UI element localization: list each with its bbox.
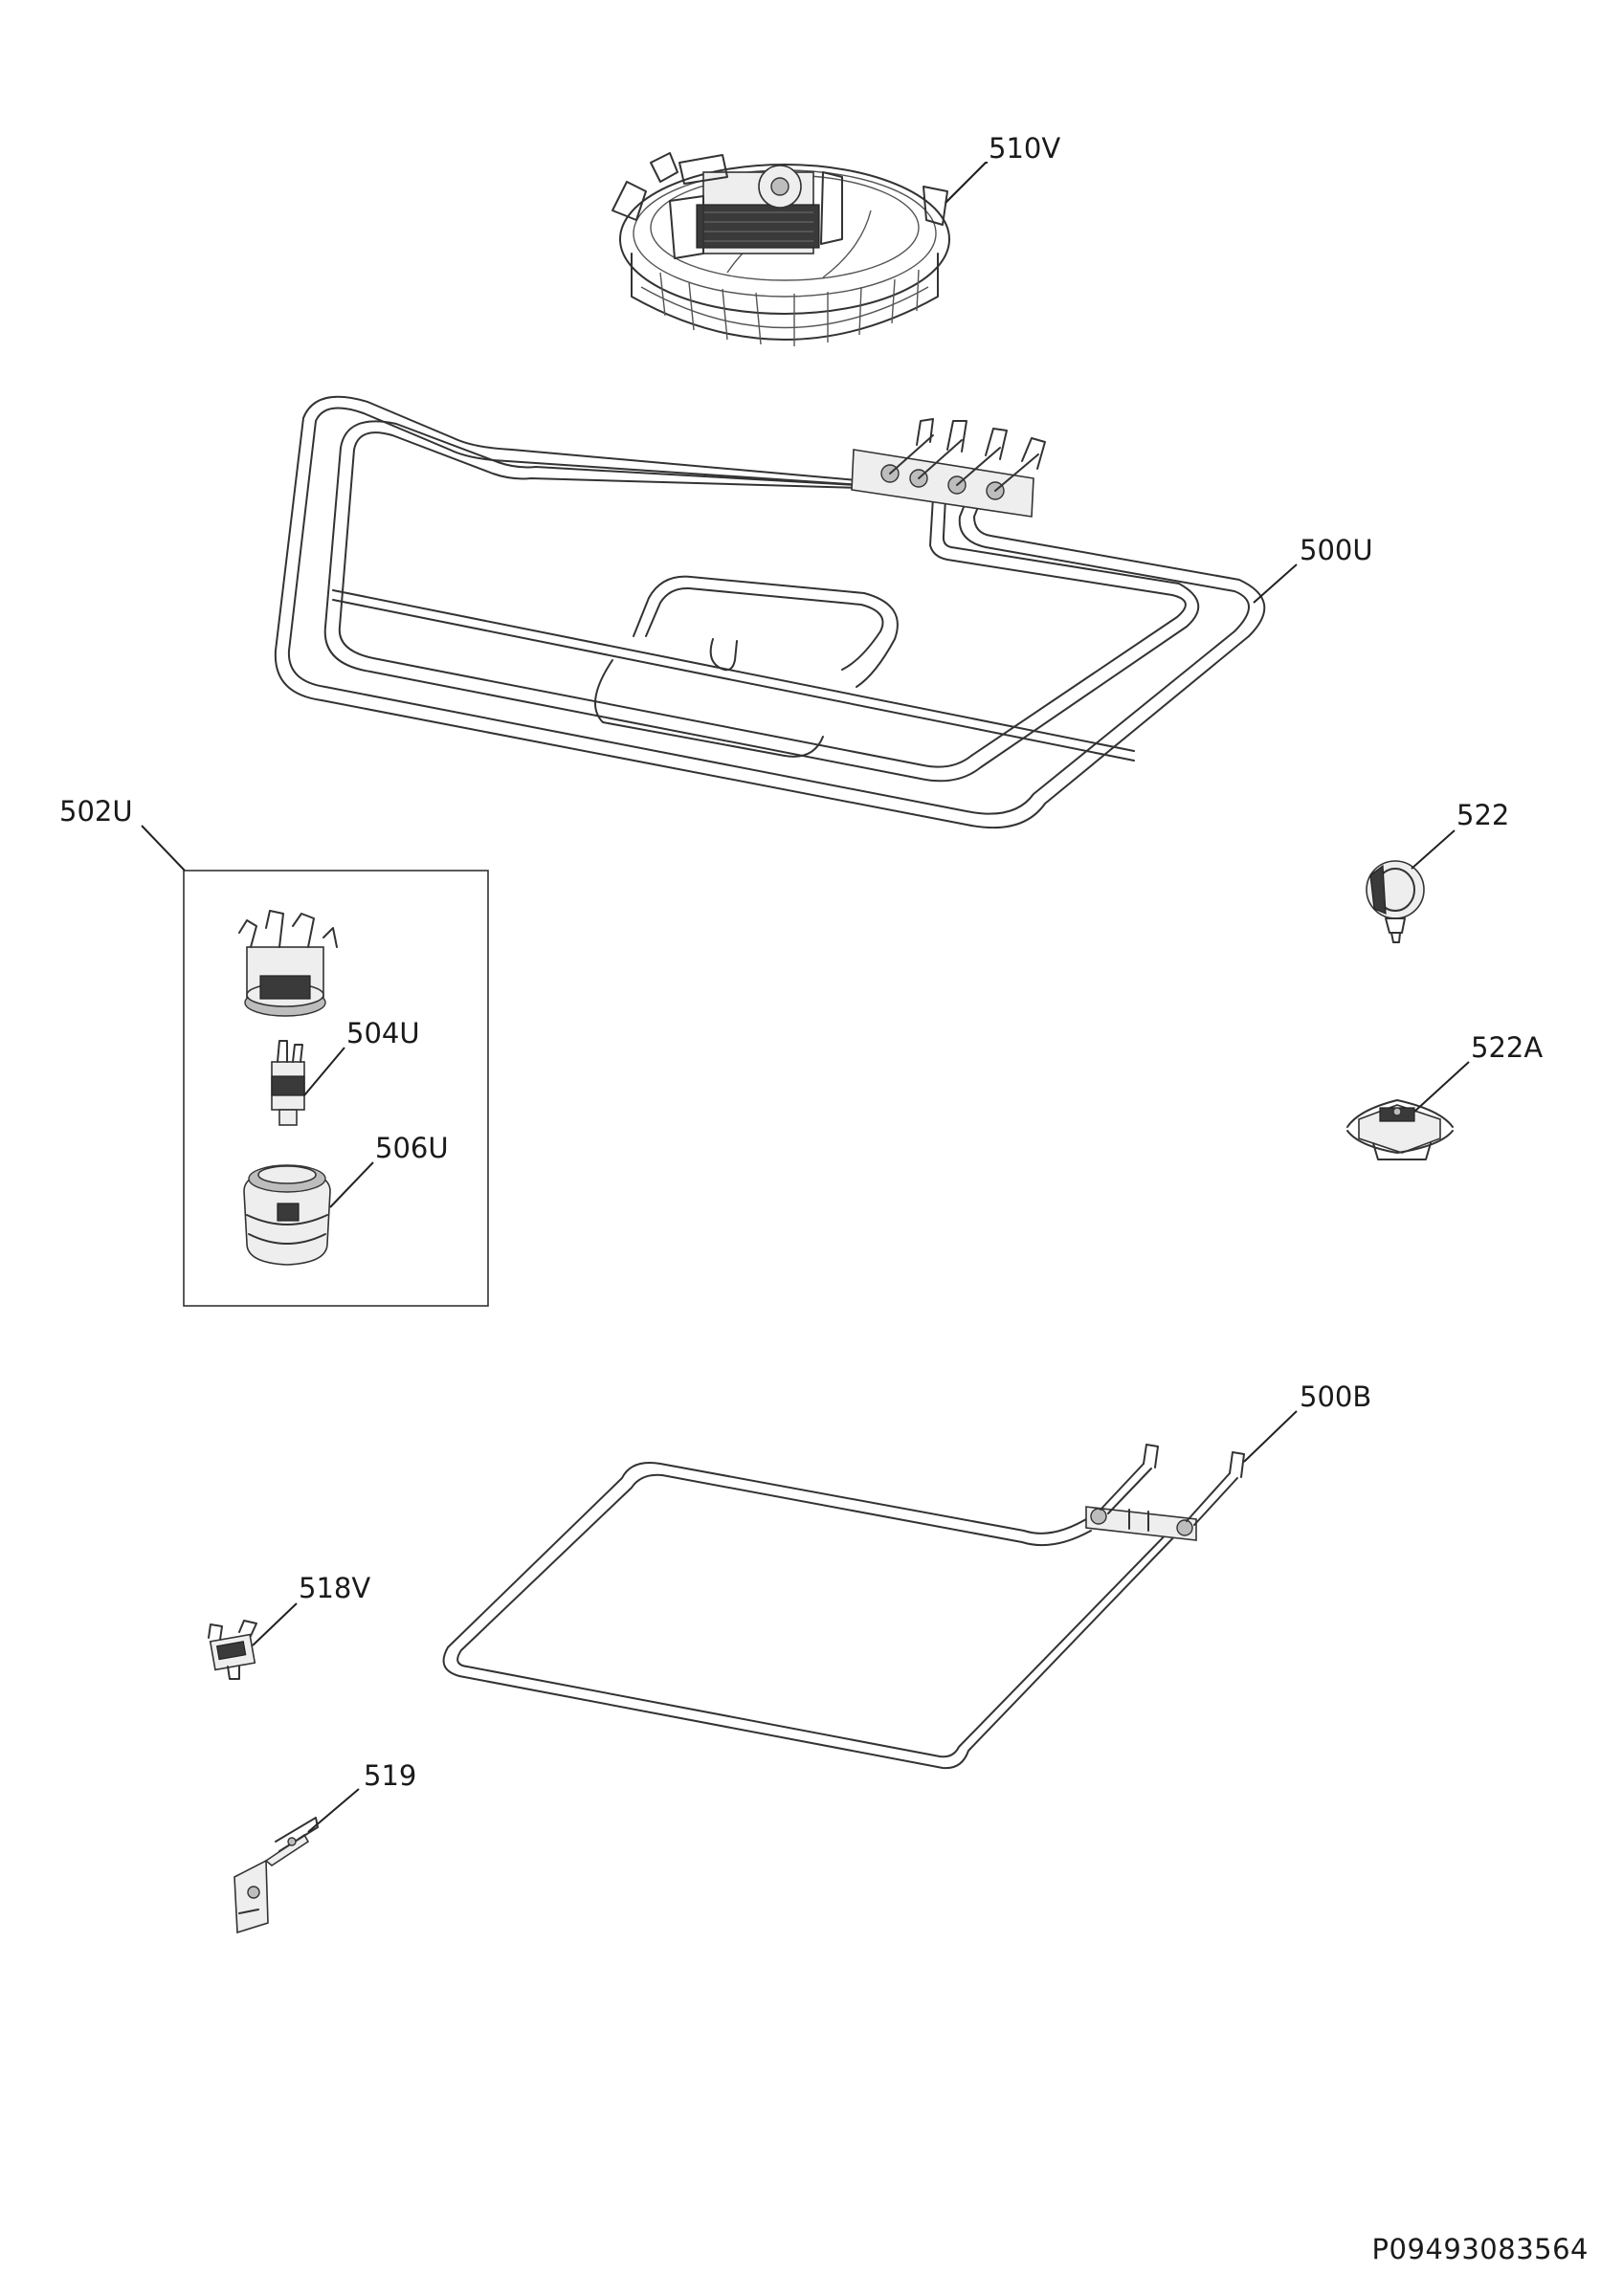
label-519: 519 [364,1759,416,1792]
fan-motor-assembly [611,152,950,346]
label-500b-group: 500B [1243,1380,1371,1463]
label-522: 522 [1456,799,1509,831]
drawing-code: P09493083564 [1371,2233,1589,2265]
lower-heating-element [442,1444,1245,1770]
label-510v: 510V [989,132,1060,165]
upper-heating-element [274,395,1266,829]
clip-522 [1366,860,1425,943]
group-box [183,870,489,1307]
label-518v: 518V [299,1572,370,1604]
label-506u-group: 506U [329,1132,449,1208]
label-518v-group: 518V [252,1572,370,1646]
label-510v-group: 510V [945,132,1060,204]
label-502u: 502U [59,795,133,828]
label-500u: 500U [1300,534,1373,566]
label-506u: 506U [375,1132,449,1164]
lamp-cover [243,1164,331,1266]
label-504u: 504U [346,1017,420,1049]
thermostat-group [183,870,489,1307]
thermal-cutout [208,1620,257,1680]
label-504u-group: 504U [303,1017,420,1096]
thermostat-body [238,910,338,1017]
clip-522a [1346,1099,1454,1160]
lamp-holder [271,1040,305,1126]
label-522a-group: 522A [1413,1031,1543,1113]
label-519-group: 519 [307,1759,416,1833]
label-502u-group: 502U [59,795,186,872]
label-522-group: 522 [1411,799,1509,870]
label-500b: 500B [1300,1380,1371,1413]
label-500u-group: 500U [1253,534,1373,604]
label-522a: 522A [1471,1031,1543,1064]
mounting-bracket [233,1817,319,1934]
